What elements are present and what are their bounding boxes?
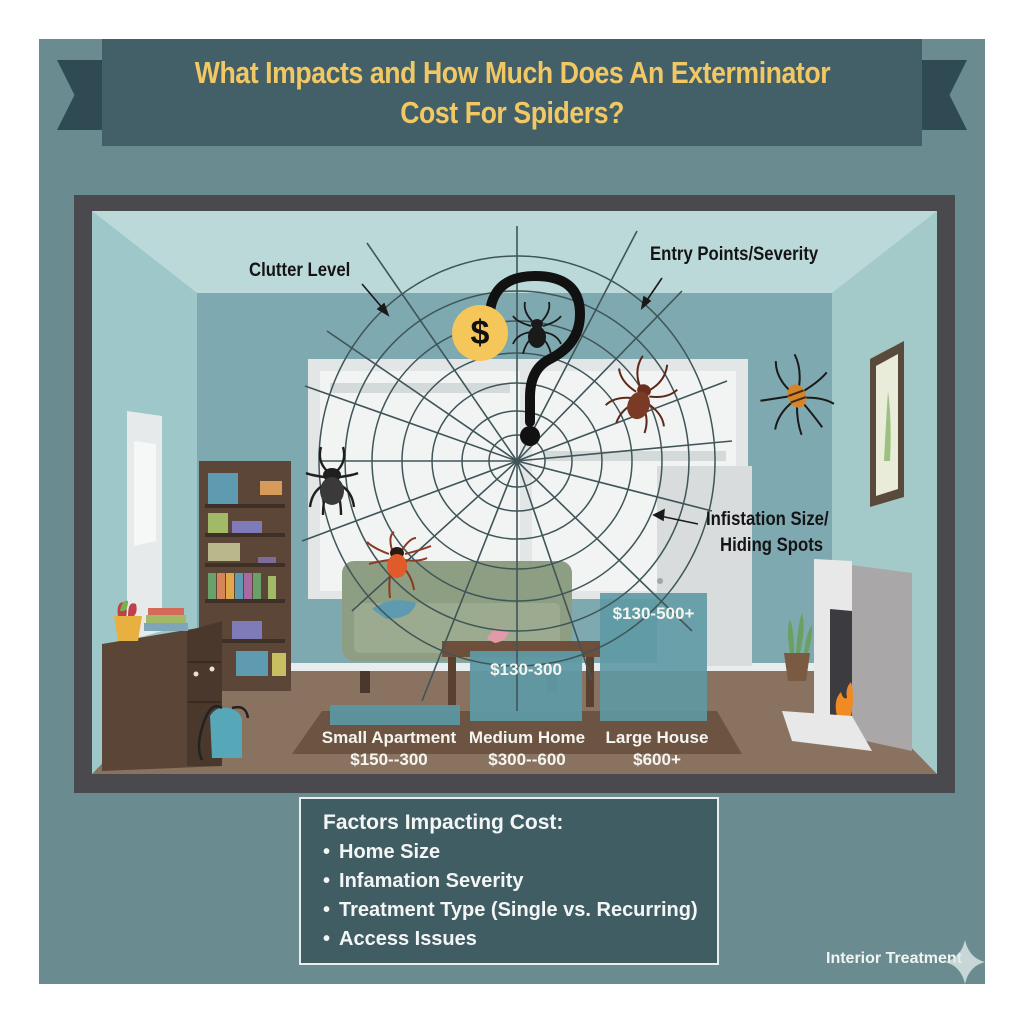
coin-symbol: $ xyxy=(470,313,490,352)
home-size-name: Large House xyxy=(605,728,709,747)
home-size-medium: Medium Home $300--600 xyxy=(462,727,592,771)
spider-web xyxy=(301,226,733,711)
annotation-entry-points: Entry Points/Severity xyxy=(650,244,819,265)
annotation-clutter-level: Clutter Level xyxy=(249,260,351,281)
home-size-price: $300--600 xyxy=(488,750,566,769)
orange-striped-spider-icon xyxy=(760,353,835,436)
spiders-layer xyxy=(305,301,835,599)
title-banner: What Impacts and How Much Does An Exterm… xyxy=(102,39,922,146)
dollar-coin-icon: $ xyxy=(452,305,508,361)
price-box-label-large: $130-500+ xyxy=(612,604,695,623)
page-title-line-2: Cost For Spiders? xyxy=(400,94,624,130)
home-size-name: Medium Home xyxy=(468,728,586,747)
orange-spider-bottom-icon xyxy=(366,531,432,599)
annotation-hiding-spots: Hiding Spots xyxy=(720,535,824,556)
black-spider-top-icon xyxy=(512,301,562,355)
home-size-price: $600+ xyxy=(633,750,681,769)
factor-item: Infamation Severity xyxy=(323,867,717,896)
home-size-large: Large House $600+ xyxy=(597,727,717,771)
factors-box: Factors Impacting Cost: Home Size Infama… xyxy=(299,797,719,965)
page-title-line-1: What Impacts and How Much Does An Exterm… xyxy=(194,54,830,90)
sparkle-icon xyxy=(945,940,985,984)
annotation-infestation-size: Infistation Size/ xyxy=(706,509,829,530)
price-box-label-medium: $130-300 xyxy=(490,660,562,679)
home-size-name: Small Apartment xyxy=(321,728,457,747)
factor-item: Treatment Type (Single vs. Recurring) xyxy=(323,896,717,925)
factor-item: Home Size xyxy=(323,838,717,867)
room-scene xyxy=(92,211,937,774)
living-room-illustration: $ xyxy=(92,211,937,774)
factor-item: Access Issues xyxy=(323,925,717,954)
home-size-small: Small Apartment $150--300 xyxy=(314,727,464,771)
brown-spider-icon xyxy=(604,355,678,434)
black-spider-left-icon xyxy=(305,446,359,516)
footer-tag: Interior Treatment xyxy=(826,950,963,967)
factors-title: Factors Impacting Cost: xyxy=(323,811,564,834)
factors-list: Home Size Infamation Severity Treatment … xyxy=(323,838,717,954)
home-size-price: $150--300 xyxy=(350,750,428,769)
cost-question-icon xyxy=(485,270,586,446)
